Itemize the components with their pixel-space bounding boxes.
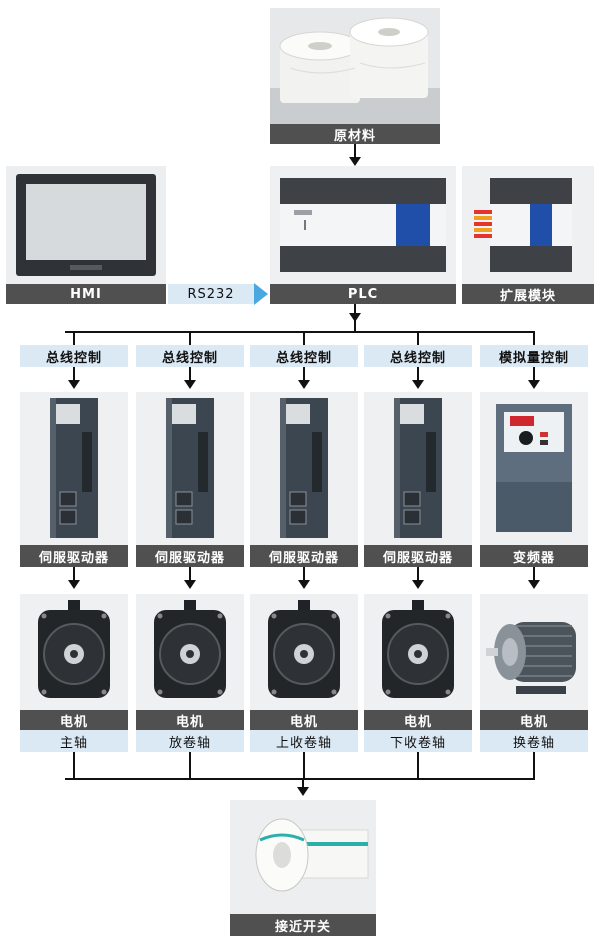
connector-line bbox=[533, 752, 535, 778]
expansion-module-photo bbox=[462, 166, 594, 284]
collector-line bbox=[65, 778, 535, 780]
arrow-down-icon bbox=[298, 380, 310, 389]
arrow-down-icon bbox=[349, 313, 361, 322]
raw-material-label: 原材料 bbox=[270, 124, 440, 144]
motor-label: 电机 bbox=[20, 710, 128, 730]
servo-motor-photo bbox=[20, 594, 128, 710]
control-mode-label: 总线控制 bbox=[136, 345, 244, 367]
connector-line bbox=[303, 331, 305, 345]
inverter-photo bbox=[480, 392, 588, 545]
connector-line bbox=[73, 331, 75, 345]
connector-line bbox=[73, 752, 75, 778]
connector-line bbox=[303, 752, 305, 778]
motor-label: 电机 bbox=[364, 710, 472, 730]
servo-drive-photo bbox=[364, 392, 472, 545]
connector-line bbox=[189, 367, 191, 381]
axis-label: 换卷轴 bbox=[480, 730, 588, 752]
servo-motor-photo bbox=[136, 594, 244, 710]
servo-drive-label: 伺服驱动器 bbox=[250, 545, 358, 567]
connector-line bbox=[303, 567, 305, 581]
control-mode-label: 总线控制 bbox=[20, 345, 128, 367]
control-mode-label: 模拟量控制 bbox=[480, 345, 588, 367]
plc-photo bbox=[270, 166, 456, 284]
servo-motor-photo bbox=[250, 594, 358, 710]
arrow-down-icon bbox=[349, 157, 361, 166]
arrow-down-icon bbox=[528, 380, 540, 389]
hmi-label: HMI bbox=[6, 284, 166, 304]
connector-line bbox=[533, 331, 535, 345]
expansion-module-label: 扩展模块 bbox=[462, 284, 594, 304]
arrow-down-icon bbox=[412, 580, 424, 589]
plc-label: PLC bbox=[270, 284, 456, 304]
servo-drive-photo bbox=[20, 392, 128, 545]
connector-line bbox=[354, 304, 356, 314]
connector-line bbox=[533, 367, 535, 381]
motor-label: 电机 bbox=[480, 710, 588, 730]
connector-line bbox=[533, 567, 535, 581]
connector-line bbox=[73, 567, 75, 581]
servo-drive-label: 伺服驱动器 bbox=[364, 545, 472, 567]
connector-line bbox=[417, 752, 419, 778]
servo-drive-label: 伺服驱动器 bbox=[136, 545, 244, 567]
control-mode-label: 总线控制 bbox=[364, 345, 472, 367]
connector-line bbox=[354, 320, 356, 332]
servo-drive-photo bbox=[136, 392, 244, 545]
arrow-down-icon bbox=[68, 380, 80, 389]
arrow-down-icon bbox=[412, 380, 424, 389]
connector-line bbox=[417, 367, 419, 381]
connector-line bbox=[303, 367, 305, 381]
inverter-label: 变频器 bbox=[480, 545, 588, 567]
raw-material-photo bbox=[270, 8, 440, 124]
bus-line bbox=[65, 331, 535, 333]
axis-label: 放卷轴 bbox=[136, 730, 244, 752]
servo-motor-photo bbox=[364, 594, 472, 710]
arrow-down-icon bbox=[297, 787, 309, 796]
axis-label: 下收卷轴 bbox=[364, 730, 472, 752]
ac-motor-photo bbox=[480, 594, 588, 710]
arrow-down-icon bbox=[68, 580, 80, 589]
servo-drive-photo bbox=[250, 392, 358, 545]
connector-line bbox=[302, 778, 304, 788]
motor-label: 电机 bbox=[136, 710, 244, 730]
connector-line bbox=[73, 367, 75, 381]
servo-drive-label: 伺服驱动器 bbox=[20, 545, 128, 567]
connector-line bbox=[354, 144, 356, 158]
connector-line bbox=[189, 752, 191, 778]
arrow-down-icon bbox=[528, 580, 540, 589]
arrow-down-icon bbox=[184, 580, 196, 589]
proximity-switch-label: 接近开关 bbox=[230, 914, 376, 936]
rs232-label: RS232 bbox=[168, 284, 254, 304]
motor-label: 电机 bbox=[250, 710, 358, 730]
arrow-down-icon bbox=[298, 580, 310, 589]
connector-line bbox=[189, 331, 191, 345]
arrow-down-icon bbox=[184, 380, 196, 389]
connector-line bbox=[189, 567, 191, 581]
axis-label: 上收卷轴 bbox=[250, 730, 358, 752]
connector-line bbox=[417, 567, 419, 581]
arrow-right-icon bbox=[254, 283, 268, 305]
axis-label: 主轴 bbox=[20, 730, 128, 752]
control-mode-label: 总线控制 bbox=[250, 345, 358, 367]
connector-line bbox=[417, 331, 419, 345]
label-roll-photo bbox=[230, 800, 376, 914]
hmi-photo bbox=[6, 166, 166, 284]
